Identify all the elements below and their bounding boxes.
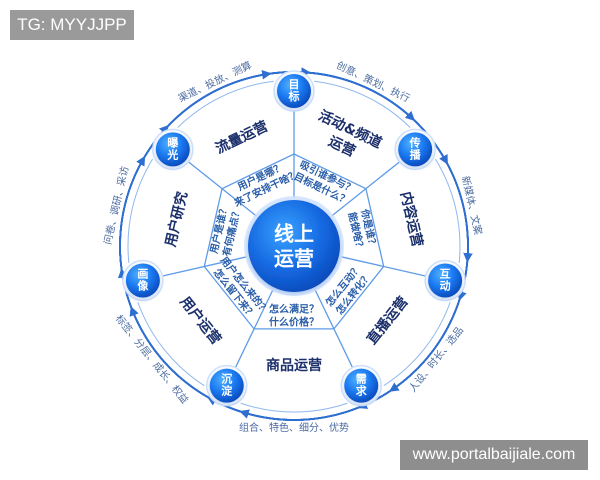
- svg-text:流量运营: 流量运营: [213, 118, 271, 158]
- node-label-char: 目: [289, 78, 300, 91]
- node-label-char: 淀: [221, 384, 233, 398]
- outer-label: 问卷、调研、采访: [101, 165, 131, 246]
- node-label-char: 需: [356, 373, 367, 386]
- center-title-line2: 运营: [274, 247, 314, 271]
- node-label-char: 光: [166, 147, 178, 161]
- node-circle: [344, 368, 379, 403]
- node-label-char: 曝: [167, 135, 178, 149]
- node-circle: [428, 263, 463, 298]
- node-label-char: 互: [440, 267, 451, 280]
- node-3: 互动: [424, 259, 466, 302]
- svg-text:用户运营: 用户运营: [176, 293, 224, 347]
- node-label-char: 动: [440, 278, 451, 292]
- segment-title: 流量运营: [213, 118, 271, 158]
- node-6: 画像: [122, 259, 164, 302]
- svg-text:用户研究: 用户研究: [162, 190, 191, 248]
- node-circle: [155, 132, 190, 167]
- node-4: 需求: [340, 364, 383, 407]
- node-circle: [277, 74, 311, 108]
- radial-divider: [160, 256, 248, 278]
- inner-ring-arc: [435, 158, 461, 263]
- inner-heptagon: [203, 153, 385, 330]
- node-7: 曝光: [152, 128, 194, 171]
- node-2: 传播: [394, 128, 436, 171]
- outer-label: 创意、策划、执行: [334, 58, 412, 104]
- segment-title: 用户研究: [162, 190, 191, 248]
- inner-ring-arc: [383, 302, 451, 387]
- node-label-char: 画: [137, 267, 148, 280]
- inner-ring-arc: [137, 302, 205, 387]
- svg-text:直播运营: 直播运营: [363, 293, 411, 347]
- watermark-top-left: TG: MYYJJPP: [10, 10, 134, 40]
- node-circle: [209, 368, 244, 403]
- segment-title: 内容运营: [397, 190, 426, 248]
- radial-divider: [331, 160, 402, 217]
- node-label-char: 沉: [221, 372, 232, 386]
- segment-title: 直播运营: [363, 293, 411, 347]
- node-1: 目标: [273, 70, 315, 112]
- node-5: 沉淀: [205, 364, 248, 407]
- outer-label: 渠道、投放、测算: [176, 58, 254, 104]
- center-title-line1: 线上: [274, 222, 314, 246]
- node-label-char: 播: [410, 147, 422, 161]
- node-label-char: 传: [409, 135, 421, 149]
- radial-divider: [186, 160, 257, 217]
- svg-text:内容运营: 内容运营: [397, 190, 426, 248]
- radial-divider: [314, 288, 355, 370]
- segment-questions: 你是谁？能做啥？: [346, 207, 380, 253]
- outer-label: 人设、时长、选品: [406, 324, 466, 395]
- segment-title: 用户运营: [176, 293, 224, 347]
- outer-label: 组合、特色、细分、优势: [239, 421, 349, 434]
- outer-label: 标签、分层、成长、权益: [113, 312, 192, 406]
- svg-text:商品运营: 商品运营: [266, 357, 322, 374]
- radial-divider: [233, 288, 274, 370]
- center-circle: [248, 200, 340, 292]
- radial-divider: [340, 256, 428, 278]
- watermark-bottom-right: www.portalbaijiale.com: [400, 440, 588, 470]
- inner-ring-arc: [177, 80, 274, 128]
- node-circle: [398, 132, 433, 167]
- node-label-char: 标: [288, 89, 300, 103]
- question-line: 什么价格？: [269, 316, 319, 329]
- inner-ring-arc: [240, 402, 348, 413]
- inner-ring-arc: [314, 80, 411, 128]
- segment-questions: 怎么满足？什么价格？: [269, 303, 319, 329]
- question-line: 怎么满足？: [269, 303, 319, 316]
- node-label-char: 求: [356, 384, 368, 398]
- node-label-char: 像: [137, 278, 149, 292]
- segment-title: 商品运营: [266, 357, 322, 374]
- node-circle: [125, 263, 160, 298]
- inner-ring-arc: [127, 158, 153, 263]
